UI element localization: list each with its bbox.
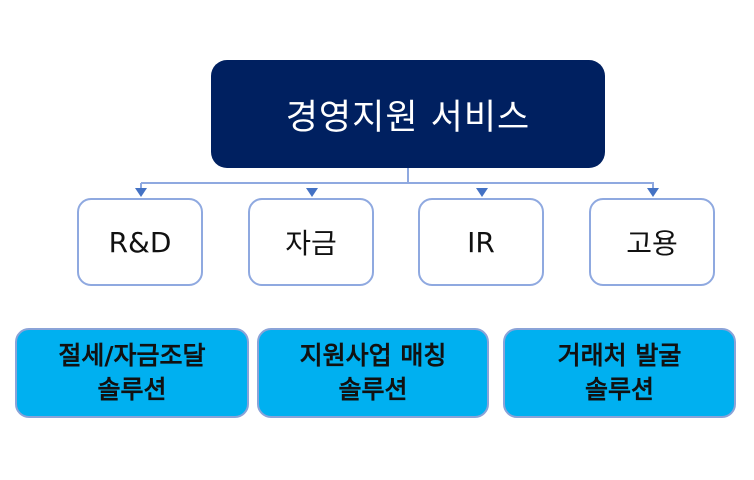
- category-node-ir: IR: [418, 198, 544, 286]
- solution-line1: 거래처 발굴: [557, 341, 682, 370]
- solution-node-partner-discovery: 거래처 발굴 솔루션: [503, 328, 736, 418]
- arrow-down-icon: [135, 188, 147, 197]
- arrow-down-icon: [306, 188, 318, 197]
- category-label: 고용: [626, 227, 678, 260]
- solution-node-tax-funding: 절세/자금조달 솔루션: [15, 328, 249, 418]
- solution-line1: 지원사업 매칭: [299, 341, 447, 370]
- category-node-rnd: R&D: [77, 198, 203, 286]
- category-label: IR: [467, 225, 495, 259]
- category-label: 자금: [285, 227, 337, 260]
- root-label: 경영지원 서비스: [285, 97, 531, 138]
- root-node: 경영지원 서비스: [211, 60, 605, 168]
- arrow-down-icon: [476, 188, 488, 197]
- category-label: R&D: [108, 225, 172, 259]
- category-node-employment: 고용: [589, 198, 715, 286]
- solution-line2: 솔루션: [97, 375, 167, 404]
- arrow-down-icon: [647, 188, 659, 197]
- solution-line1: 절세/자금조달: [58, 341, 206, 370]
- solution-line2: 솔루션: [338, 375, 408, 404]
- category-node-funding: 자금: [248, 198, 374, 286]
- solution-line2: 솔루션: [584, 375, 654, 404]
- solution-node-program-matching: 지원사업 매칭 솔루션: [257, 328, 489, 418]
